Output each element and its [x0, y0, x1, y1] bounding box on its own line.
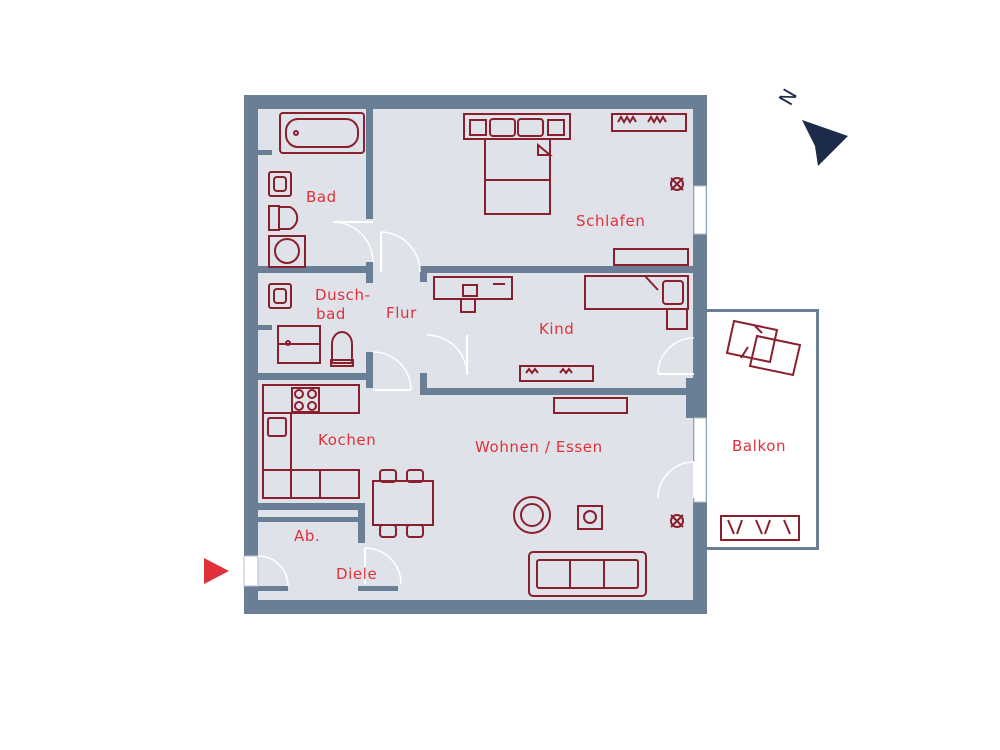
plant-icon-2 [670, 514, 684, 528]
sofa-icon [528, 551, 647, 597]
room-label-kind: Kind [539, 320, 574, 338]
washing-machine-icon [268, 235, 306, 268]
apartment-shell [244, 95, 707, 614]
room-label-duschbad-2: bad [316, 305, 346, 323]
desk-icon [433, 276, 513, 313]
dining-table-icon [372, 469, 434, 538]
single-bed-icon [584, 275, 689, 330]
plant-icon [670, 177, 684, 191]
room-label-bad: Bad [306, 188, 337, 206]
side-table-icon [577, 505, 603, 530]
compass: N [774, 85, 848, 166]
room-labels: Bad Schlafen Dusch- bad Flur Kind Kochen… [294, 188, 786, 583]
room-label-flur: Flur [386, 304, 417, 322]
sun-lounger-icon [725, 319, 802, 377]
interior-walls [258, 109, 707, 591]
planter-icon [720, 515, 800, 541]
kitchen-counter-icon [262, 384, 360, 499]
entrance-arrow-icon [204, 558, 229, 584]
room-label-kochen: Kochen [318, 431, 376, 449]
room-label-schlafen: Schlafen [576, 212, 645, 230]
tv-sideboard [553, 397, 628, 414]
wardrobe-icon [611, 113, 687, 132]
compass-label: N [774, 85, 802, 110]
double-bed-icon [463, 113, 571, 215]
room-label-duschbad-1: Dusch- [315, 286, 371, 304]
armchair-icon [513, 496, 551, 534]
room-label-diele: Diele [336, 565, 377, 583]
sink-icon-2 [268, 283, 292, 309]
doors [257, 221, 695, 587]
room-label-ab: Ab. [294, 527, 320, 545]
windows [243, 185, 707, 587]
furniture [262, 112, 802, 597]
room-label-balkon: Balkon [732, 437, 786, 455]
shelf-icon [519, 365, 594, 382]
balcony [704, 309, 819, 550]
compass-arrow-icon [802, 120, 848, 166]
sideboard [613, 248, 689, 266]
toilet-icon-2 [330, 331, 354, 367]
room-label-wohnen: Wohnen / Essen [475, 438, 603, 456]
sink-icon [268, 171, 292, 197]
shower-icon [277, 325, 321, 364]
toilet-icon [268, 205, 299, 231]
bathtub-icon [279, 112, 365, 154]
